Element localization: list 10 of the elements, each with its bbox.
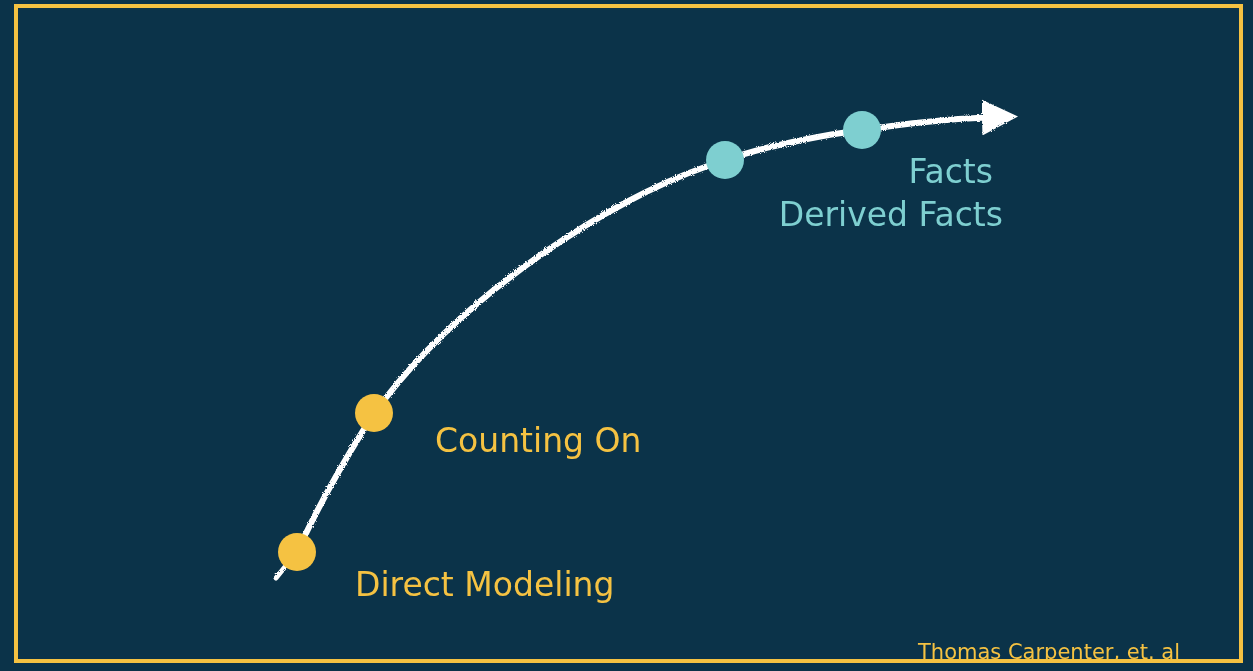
stage-label: Derived Facts bbox=[778, 198, 1003, 231]
stage-label: Counting On bbox=[435, 424, 642, 457]
dot-marker bbox=[843, 111, 881, 149]
chalk-line bbox=[302, 426, 367, 538]
stage-label: Direct Modeling bbox=[355, 568, 615, 601]
dot-marker bbox=[278, 533, 316, 571]
citation-text: Thomas Carpenter, et. al bbox=[918, 642, 1180, 663]
dot-marker bbox=[355, 394, 393, 432]
dot-marker bbox=[706, 141, 744, 179]
stage-label: Facts bbox=[908, 155, 993, 188]
